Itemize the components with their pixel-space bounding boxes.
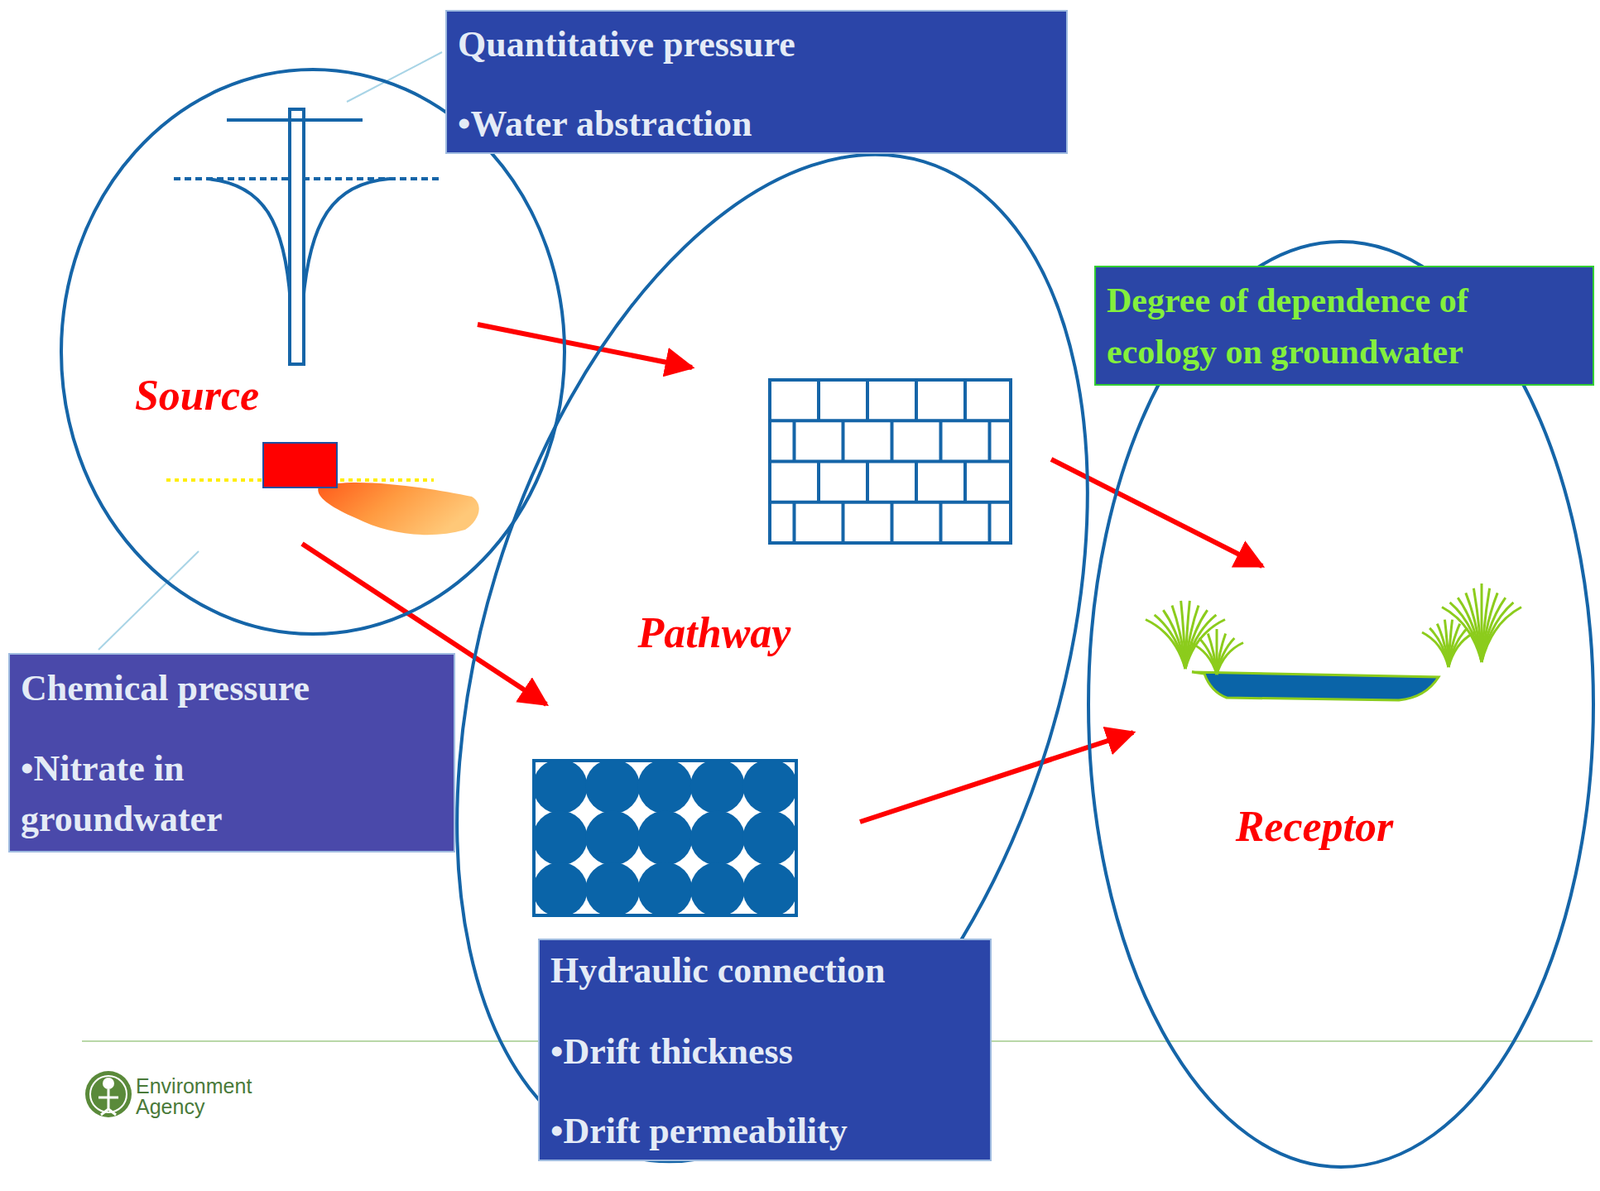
region-outline	[1088, 241, 1594, 1168]
box-bullet: •Drift permeability	[550, 1109, 981, 1154]
pollution-source	[166, 442, 480, 535]
logo-text: Environment Agency	[135, 1076, 277, 1118]
brick-wall	[769, 379, 1011, 543]
box-bullet: •Nitrate in groundwater	[20, 743, 286, 845]
region-outline	[61, 69, 565, 635]
box-heading: Hydraulic connection	[550, 949, 981, 993]
flow-arrow	[477, 324, 692, 368]
region-outline	[344, 76, 1201, 1191]
box-bullet: •Drift thickness	[550, 1030, 981, 1074]
box-bullet: •Water abstraction	[457, 102, 1057, 146]
granular-aquifer-outline	[533, 760, 797, 916]
agency-logo	[85, 1071, 132, 1118]
region-label: Pathway	[638, 609, 792, 657]
box-heading: Degree of dependence of ecology on groun…	[1106, 274, 1583, 378]
box-heading: Chemical pressure	[20, 663, 444, 714]
region-label: Receptor	[1235, 802, 1394, 851]
granular-aquifer	[533, 760, 797, 916]
pressure-box: Quantitative pressure •Water abstraction	[445, 9, 1068, 154]
flow-arrow	[1051, 459, 1263, 567]
box-heading: Quantitative pressure	[457, 23, 1057, 67]
leader-line	[346, 52, 443, 102]
wetland	[1145, 583, 1522, 701]
pathway-box: Hydraulic connection •Drift thickness •Dri…	[538, 938, 992, 1162]
receptor-box: Degree of dependence of ecology on groun…	[1094, 265, 1595, 386]
pressure-box: Chemical pressure •Nitrate in groundwater	[8, 653, 456, 853]
region-label: Source	[134, 371, 260, 419]
abstraction-well	[173, 109, 439, 365]
